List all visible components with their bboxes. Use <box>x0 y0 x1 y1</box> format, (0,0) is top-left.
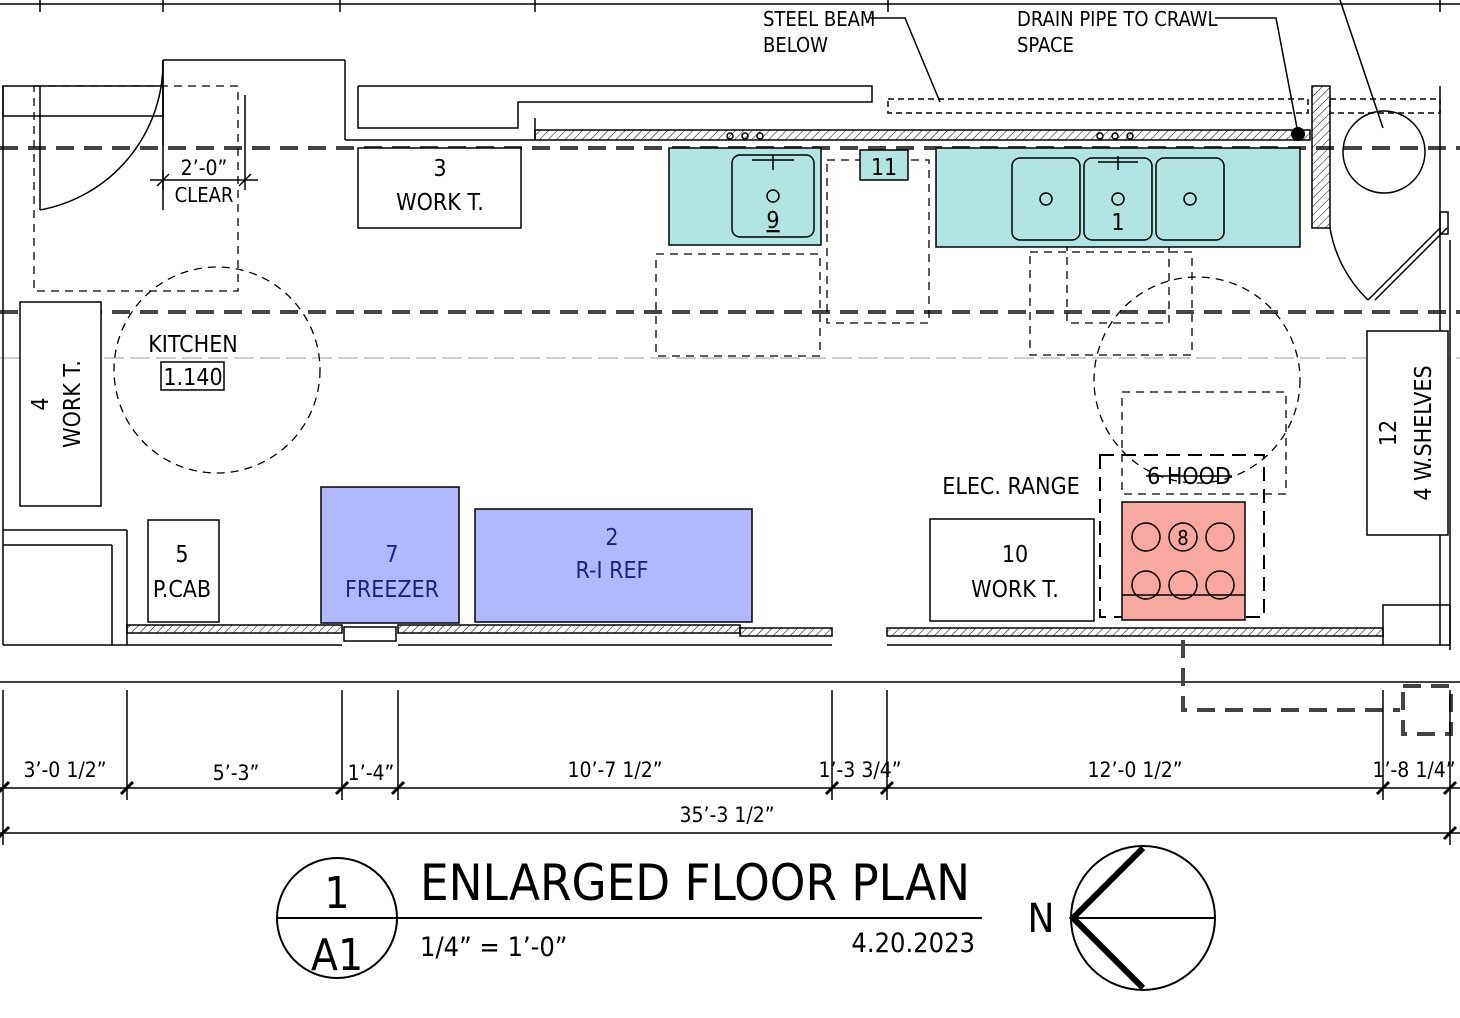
walls <box>0 59 1460 683</box>
north-letter: N <box>1028 896 1055 942</box>
svg-text:4: 4 <box>28 397 54 410</box>
svg-text:WORK T.: WORK T. <box>60 360 86 448</box>
svg-text:10: 10 <box>1002 542 1028 568</box>
svg-text:11: 11 <box>871 155 897 181</box>
detail-number: 1 <box>324 868 349 919</box>
room-name: KITCHEN <box>148 332 238 358</box>
svg-text:FREEZER: FREEZER <box>345 577 439 603</box>
clearance-circles <box>113 159 1301 495</box>
svg-text:6 HOOD: 6 HOOD <box>1147 464 1231 490</box>
north-arrow: N <box>1028 845 1216 991</box>
dim-6: 12’-0 1/2” <box>1087 758 1182 782</box>
steel-beam-note-2: BELOW <box>763 33 828 57</box>
pcab-5: 5 P.CAB <box>147 519 220 623</box>
work-table-10: 10 WORK T. <box>929 518 1095 622</box>
svg-text:3: 3 <box>433 156 446 182</box>
top-dimension-line <box>0 0 1460 12</box>
svg-text:P.CAB: P.CAB <box>153 577 211 603</box>
dim-1: 3’-0 1/2” <box>23 758 106 782</box>
clearance-dimension: 2’-0” CLEAR <box>33 85 258 292</box>
sheet-number: A1 <box>311 930 363 981</box>
svg-text:8: 8 <box>1177 526 1188 550</box>
door-left <box>39 59 164 211</box>
svg-text:1: 1 <box>1111 210 1124 236</box>
exhaust-duct <box>1181 640 1453 736</box>
svg-text:2: 2 <box>605 525 618 551</box>
svg-text:5: 5 <box>175 542 188 568</box>
work-table-3: 3 WORK T. <box>357 147 522 229</box>
dim-7: 1’-8 1/4” <box>1372 758 1455 782</box>
dim-4: 10’-7 1/2” <box>567 758 662 782</box>
clearance-label: CLEAR <box>175 183 234 207</box>
drain-pipe-note: DRAIN PIPE TO CRAWL <box>1017 7 1218 31</box>
drawing-date: 4.20.2023 <box>851 928 975 959</box>
svg-text:12: 12 <box>1376 420 1402 446</box>
range-8: 8 <box>1121 501 1246 621</box>
dimension-string: 3’-0 1/2” 5’-3” 1’-4” 10’-7 1/2” 1’-3 3/… <box>0 690 1460 845</box>
drawing-scale: 1/4” = 1’-0” <box>420 932 567 963</box>
title-block: 1 A1 ENLARGED FLOOR PLAN 1/4” = 1’-0” 4.… <box>276 854 982 981</box>
svg-text:4 W.SHELVES: 4 W.SHELVES <box>1411 365 1437 500</box>
freezer-7: 7 FREEZER <box>320 486 460 642</box>
dim-5: 1’-3 3/4” <box>818 758 901 782</box>
refrigerator-2: 2 R-I REF <box>474 508 753 623</box>
steel-beam-note: STEEL BEAM <box>763 7 875 31</box>
work-table-4: 4 WORK T. <box>19 301 102 507</box>
annotation-leaders <box>870 0 1426 194</box>
dim-3: 1’-4” <box>348 761 395 785</box>
drain-pipe-note-2: SPACE <box>1017 33 1074 57</box>
svg-text:R-I REF: R-I REF <box>576 558 649 584</box>
door-right <box>1329 211 1449 301</box>
svg-text:7: 7 <box>385 542 398 568</box>
svg-text:WORK T.: WORK T. <box>971 577 1059 603</box>
sink-1: 1 <box>935 132 1301 248</box>
item-11: 11 <box>859 149 909 181</box>
shelves-12: 12 4 W.SHELVES <box>1366 330 1449 536</box>
room-number: 1.140 <box>163 365 222 391</box>
svg-text:9: 9 <box>766 208 779 234</box>
drawing-title: ENLARGED FLOOR PLAN <box>420 854 970 912</box>
sink-9: 9 <box>668 132 822 246</box>
dim-2: 5’-3” <box>213 761 260 785</box>
elec-range-label: ELEC. RANGE <box>942 474 1079 500</box>
dim-total: 35’-3 1/2” <box>679 803 774 827</box>
clearance-value: 2’-0” <box>181 156 228 180</box>
svg-text:WORK T.: WORK T. <box>396 190 484 216</box>
